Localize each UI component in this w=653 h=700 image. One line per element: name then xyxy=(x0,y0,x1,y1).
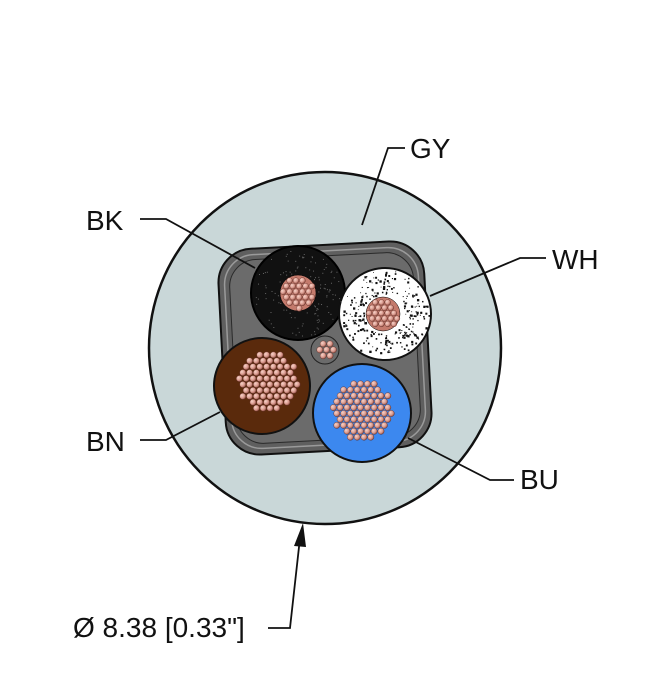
strands-white xyxy=(366,299,401,328)
leader-bn xyxy=(140,411,221,441)
leader-bk xyxy=(140,218,256,269)
strands-center xyxy=(316,340,337,360)
label-bu: BU xyxy=(520,464,559,495)
strands-brown xyxy=(236,351,301,412)
label-diameter: Ø 8.38 [0.33"] xyxy=(73,612,245,643)
label-wh: WH xyxy=(552,244,599,275)
leader-wh xyxy=(429,257,546,297)
label-bk: BK xyxy=(86,205,124,236)
strands-black xyxy=(280,277,316,312)
strands-blue xyxy=(330,380,395,441)
label-bn: BN xyxy=(86,426,125,457)
leader-dimension xyxy=(268,537,301,629)
leader-lines xyxy=(140,147,546,629)
leader-bu xyxy=(407,437,514,481)
label-gy: GY xyxy=(410,133,451,164)
leader-gy xyxy=(361,147,405,226)
dimension-arrowhead xyxy=(294,523,306,547)
